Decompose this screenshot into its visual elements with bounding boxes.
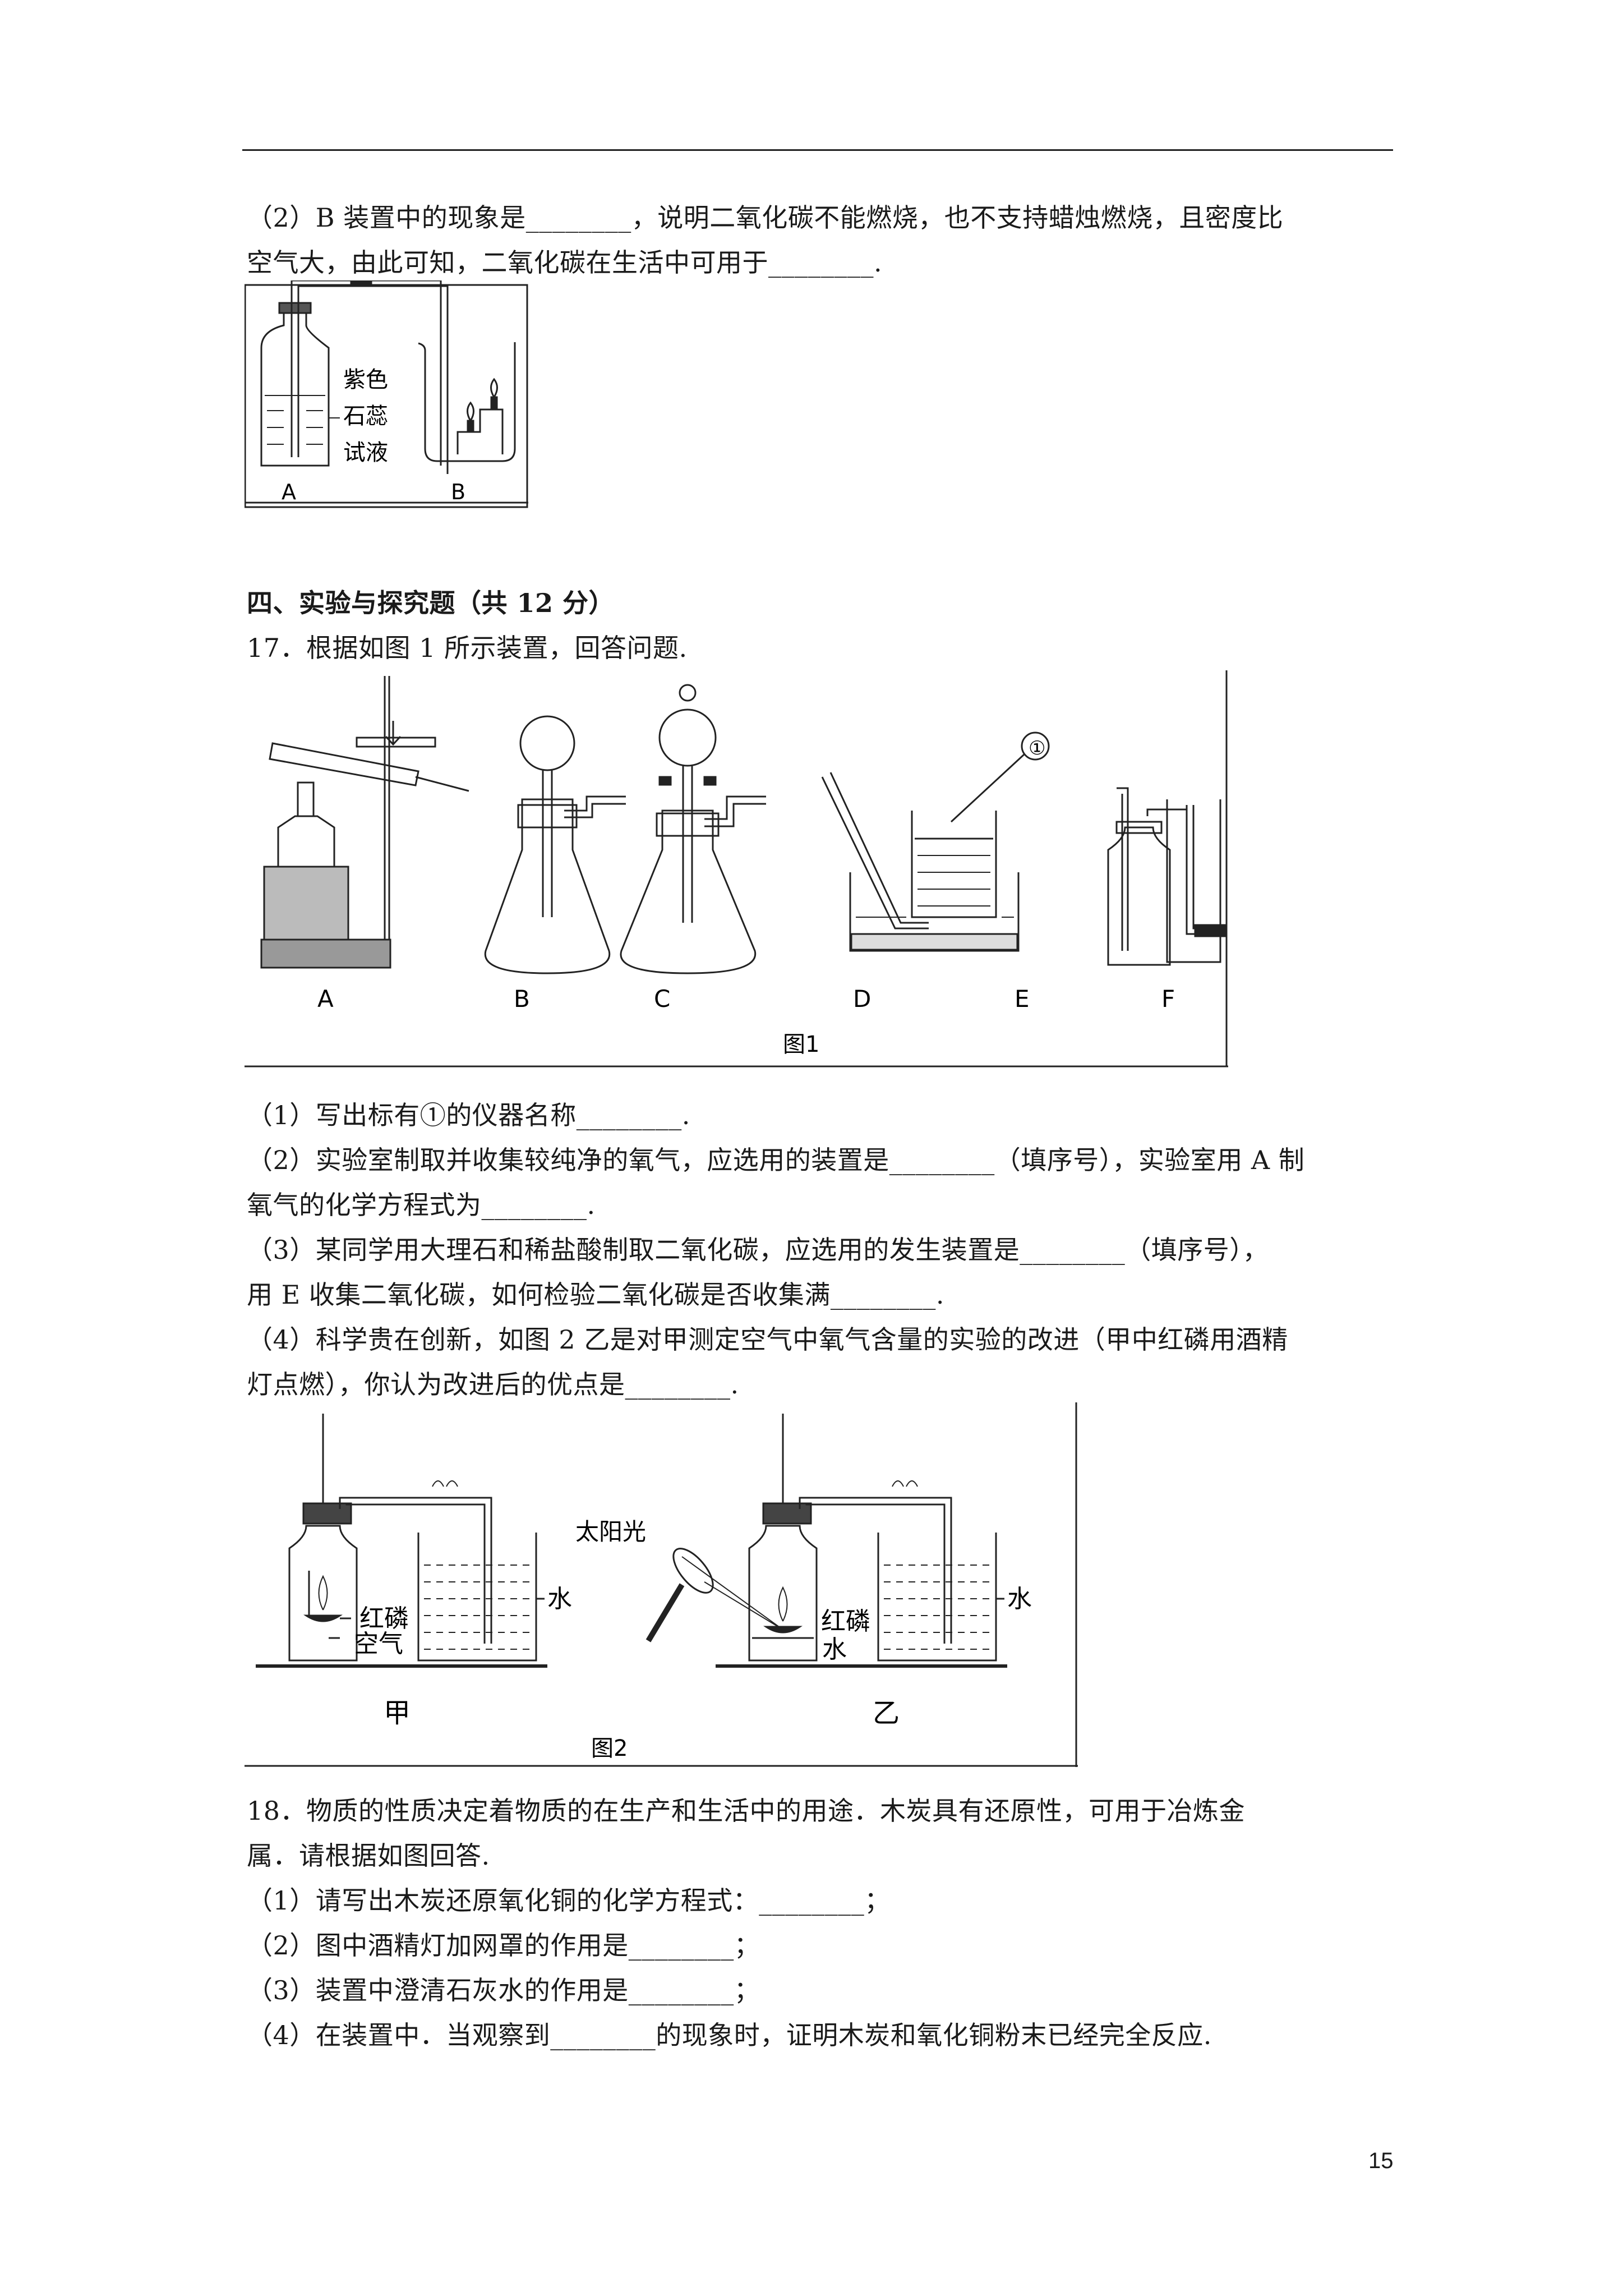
fig1-label-f: F [1161,985,1175,1013]
liquid-label-1: 紫色 [343,367,388,393]
fig1-label-d: D [853,985,871,1013]
jia-red-p-label: 红磷 [359,1604,409,1633]
instrument-marker: ① [1029,737,1045,760]
figure-2: 红磷 空气 水 甲 太阳光 红磷 水 水 乙 图2 [245,1402,1078,1767]
yi-water-label: 水 [822,1635,847,1664]
figure-co2-apparatus: 紫色 石蕊 试液 A B [245,280,528,508]
apparatus-e [1107,787,1187,966]
fig-ab-label-a: A [282,480,296,504]
yi-red-p-label: 红磷 [821,1607,870,1636]
yi-beaker-water-label: 水 [1007,1585,1032,1613]
fig2-caption: 图2 [591,1736,628,1761]
q17-part3-line2: 用 E 收集二氧化碳，如何检验二氧化碳是否收集满________. [247,1280,944,1310]
header-rule [242,149,1393,151]
fig1-label-e: E [1015,985,1030,1013]
fig1-caption: 图1 [783,1032,819,1057]
apparatus-d [821,731,1050,952]
q18-part1: （1）请写出木炭还原氧化铜的化学方程式：________； [247,1885,891,1916]
q17-part2-line2: 氧气的化学方程式为________. [247,1190,596,1220]
yi-label: 乙 [873,1697,900,1729]
q18-stem-line1: 18．物质的性质决定着物质的在生产和生活中的用途．木炭具有还原性，可用于冶炼金 [247,1796,1246,1826]
q17-part2-line1: （2）实验室制取并收集较纯净的氧气，应选用的装置是________（填序号），实… [247,1145,1305,1175]
jia-label: 甲 [384,1697,411,1729]
jia-air-label: 空气 [354,1630,403,1658]
q18-stem-line2: 属．请根据如图回答. [247,1841,490,1871]
q18-part4: （4）在装置中．当观察到________的现象时，证明木炭和氧化铜粉末已经完全反… [247,2020,1212,2050]
apparatus-c [620,684,766,974]
q17-part1: （1）写出标有①的仪器名称________. [247,1100,690,1130]
page-number: 15 [1368,2148,1394,2173]
figure-1: ① A B C D E F 图1 [245,670,1228,1068]
beaker-b [418,342,516,462]
q17-stem: 17．根据如图 1 所示装置，回答问题. [247,633,688,663]
fig1-label-c: C [654,985,670,1013]
apparatus-a [260,676,469,969]
bottle-a [260,280,449,474]
q16-part2-line1: （2）B 装置中的现象是________，说明二氧化碳不能燃烧，也不支持蜡烛燃烧… [247,203,1284,233]
setup-yi [645,1414,1007,1668]
jia-water-label: 水 [547,1585,572,1613]
fig-ab-label-b: B [451,480,465,504]
q18-part3: （3）装置中澄清石灰水的作用是________； [247,1975,760,2005]
q16-part2-line2: 空气大，由此可知，二氧化碳在生活中可用于________. [247,247,883,278]
liquid-label-2: 石蕊 [343,403,388,429]
litmus-liquid [265,395,340,445]
apparatus-b [484,715,626,974]
q17-part4-line2: 灯点燃），你认为改进后的优点是________. [247,1369,739,1400]
q17-part4-line1: （4）科学贵在创新，如图 2 乙是对甲测定空气中氧气含量的实验的改进（甲中红磷用… [247,1324,1288,1355]
sunlight-label: 太阳光 [575,1518,646,1545]
section-heading: 四、实验与探究题（共 12 分） [247,588,615,618]
q17-part3-line1: （3）某同学用大理石和稀盐酸制取二氧化碳，应选用的发生装置是________（填… [247,1235,1269,1265]
fig1-label-b: B [514,985,530,1013]
liquid-label-3: 试液 [343,440,388,466]
setup-jia [256,1414,547,1668]
fig1-label-a: A [317,985,334,1013]
apparatus-f [1166,799,1227,963]
q18-part2: （2）图中酒精灯加网罩的作用是________； [247,1930,760,1961]
